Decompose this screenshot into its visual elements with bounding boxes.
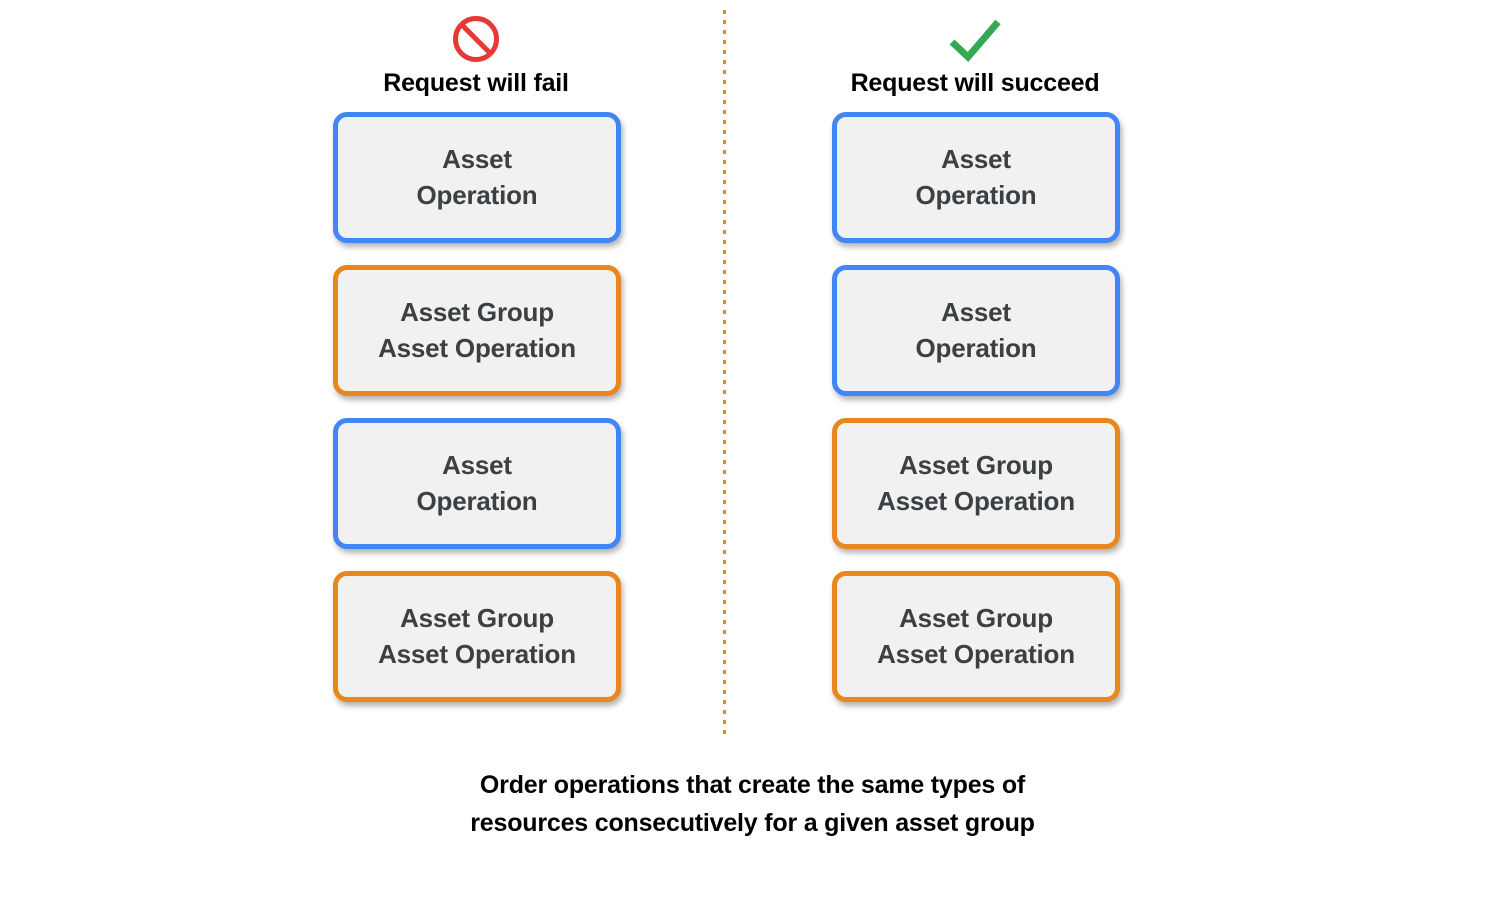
caption-line-1: Order operations that create the same ty… bbox=[479, 771, 1026, 799]
card-stack-fail: Asset Operation Asset Group Asset Operat… bbox=[333, 112, 621, 724]
card-line-2: Operation bbox=[915, 179, 1037, 210]
diagram-caption: Order operations that create the same ty… bbox=[0, 766, 1505, 842]
card-line-1: Asset Group bbox=[899, 602, 1053, 633]
card-asset-group-operation[interactable]: Asset Group Asset Operation bbox=[333, 265, 621, 396]
card-asset-operation[interactable]: Asset Operation bbox=[333, 112, 621, 243]
column-title-fail: Request will fail bbox=[383, 69, 569, 97]
card-line-2: Operation bbox=[416, 179, 538, 210]
card-stack-succeed: Asset Operation Asset Operation Asset Gr… bbox=[832, 112, 1120, 724]
card-asset-operation[interactable]: Asset Operation bbox=[832, 112, 1120, 243]
card-line-2: Asset Operation bbox=[877, 485, 1075, 516]
caption-line-2: resources consecutively for a given asse… bbox=[470, 809, 1035, 837]
card-asset-group-operation[interactable]: Asset Group Asset Operation bbox=[832, 418, 1120, 549]
card-line-1: Asset bbox=[442, 143, 512, 174]
column-divider bbox=[723, 10, 726, 736]
card-asset-operation[interactable]: Asset Operation bbox=[832, 265, 1120, 396]
card-line-1: Asset Group bbox=[400, 296, 554, 327]
card-line-1: Asset bbox=[941, 296, 1011, 327]
column-header-fail: Request will fail bbox=[326, 12, 626, 98]
column-title-succeed: Request will succeed bbox=[850, 69, 1100, 97]
checkmark-icon bbox=[825, 12, 1125, 66]
card-line-1: Asset bbox=[941, 143, 1011, 174]
card-line-2: Operation bbox=[416, 485, 538, 516]
card-line-1: Asset Group bbox=[400, 602, 554, 633]
card-line-2: Asset Operation bbox=[877, 638, 1075, 669]
card-asset-group-operation[interactable]: Asset Group Asset Operation bbox=[832, 571, 1120, 702]
column-header-succeed: Request will succeed bbox=[825, 12, 1125, 98]
card-asset-operation[interactable]: Asset Operation bbox=[333, 418, 621, 549]
card-line-1: Asset bbox=[442, 449, 512, 480]
card-line-2: Asset Operation bbox=[378, 332, 576, 363]
card-line-1: Asset Group bbox=[899, 449, 1053, 480]
card-line-2: Asset Operation bbox=[378, 638, 576, 669]
card-line-2: Operation bbox=[915, 332, 1037, 363]
prohibition-icon bbox=[326, 12, 626, 66]
card-asset-group-operation[interactable]: Asset Group Asset Operation bbox=[333, 571, 621, 702]
